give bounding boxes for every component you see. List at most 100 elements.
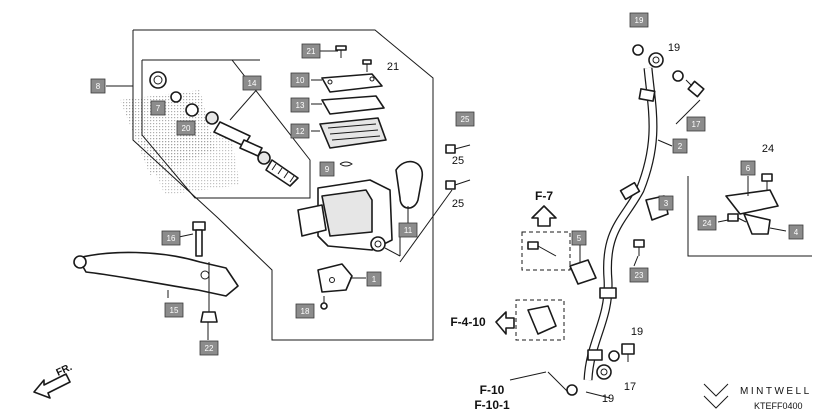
joint-bolt — [727, 213, 747, 223]
brand-name: MINTWELL — [740, 386, 812, 397]
clamp-bolt — [633, 239, 645, 256]
callout-label: 5 — [577, 234, 582, 243]
reference-box-f7 — [521, 231, 571, 271]
detail-box-outline — [687, 176, 812, 257]
arrow-f7 — [531, 205, 557, 227]
callout-23: 23 — [629, 267, 649, 283]
callout-19: 19 — [629, 12, 649, 28]
callout-4: 4 — [788, 224, 804, 240]
callout-label: 24 — [703, 219, 712, 228]
brake-lever — [73, 251, 239, 297]
cap-screw — [362, 59, 372, 72]
diagram-code: KTEFF0400 — [754, 401, 803, 411]
callout-14: 14 — [242, 75, 262, 91]
plain-label-25: 25 — [452, 198, 464, 210]
callout-11: 11 — [398, 222, 418, 238]
plain-label-19: 19 — [631, 326, 643, 338]
callout-label: 13 — [296, 101, 305, 110]
callout-9: 9 — [319, 161, 335, 177]
cap-plate — [321, 95, 385, 115]
reference-f4-10: F-4-10 — [450, 315, 486, 329]
callout-13: 13 — [290, 97, 310, 113]
callout-3: 3 — [658, 195, 674, 211]
callout-label: 10 — [296, 76, 305, 85]
callout-label: 1 — [372, 275, 377, 284]
plain-label-24: 24 — [762, 143, 774, 155]
oil-bolt — [685, 79, 705, 98]
lower-banjo-fitting — [596, 364, 612, 380]
hose-joint — [725, 189, 779, 235]
sealing-washer — [566, 384, 578, 396]
callout-label: 17 — [692, 120, 701, 129]
f4-10-bracket — [527, 305, 557, 335]
reference-box-f4-10 — [515, 299, 565, 341]
callout-label: 8 — [96, 82, 101, 91]
master-cylinder-holder — [395, 160, 423, 209]
holder-bolt — [445, 179, 471, 190]
reference-f7: F-7 — [535, 189, 553, 203]
callout-8: 8 — [90, 78, 106, 94]
callout-label: 2 — [678, 142, 683, 151]
callout-21: 21 — [301, 43, 321, 59]
callout-label: 20 — [182, 124, 191, 133]
pivot-nut — [200, 311, 218, 323]
callout-label: 14 — [248, 79, 257, 88]
callout-label: 22 — [205, 344, 214, 353]
brake-light-switch — [317, 263, 353, 293]
callout-25: 25 — [455, 111, 475, 127]
callout-label: 3 — [664, 199, 669, 208]
callout-2: 2 — [672, 138, 688, 154]
cap-screw — [335, 45, 347, 58]
callout-label: 4 — [794, 228, 799, 237]
callout-6: 6 — [740, 160, 756, 176]
callout-22: 22 — [199, 340, 219, 356]
sealing-washer — [608, 350, 620, 362]
pivot-bolt — [192, 221, 206, 257]
callout-label: 23 — [635, 271, 644, 280]
holder-bolt — [445, 144, 471, 154]
callout-1: 1 — [366, 271, 382, 287]
direction-label: FR. — [55, 362, 74, 379]
callout-18: 18 — [295, 303, 315, 319]
f7-bolt — [527, 241, 557, 257]
upper-banjo-fitting — [648, 52, 664, 68]
callout-label: 12 — [296, 127, 305, 136]
callout-label: 19 — [635, 16, 644, 25]
callout-16: 16 — [161, 230, 181, 246]
plain-label-19: 19 — [602, 393, 614, 405]
sealing-washer — [632, 44, 644, 56]
reference-f10: F-10 — [480, 383, 505, 397]
hose-clamp — [569, 259, 597, 285]
plain-label-21: 21 — [387, 61, 399, 73]
brand-logo: MINTWELL KTEFF0400 — [703, 383, 812, 411]
oil-bolt — [621, 343, 635, 362]
arrow-f4-10 — [495, 311, 515, 335]
master-cylinder-body — [297, 179, 401, 257]
shading-area — [140, 130, 240, 195]
plain-label-19: 19 — [668, 42, 680, 54]
callout-10: 10 — [290, 72, 310, 88]
callout-label: 9 — [325, 165, 330, 174]
reference-f10-1: F-10-1 — [474, 398, 510, 412]
front-direction-arrow: FR. — [33, 362, 74, 399]
callout-15: 15 — [164, 302, 184, 318]
callout-17: 17 — [686, 116, 706, 132]
callout-label: 15 — [170, 306, 179, 315]
callout-label: 11 — [404, 226, 413, 235]
callout-label: 18 — [301, 307, 310, 316]
callout-24: 24 — [697, 215, 717, 231]
callout-7: 7 — [150, 100, 166, 116]
switch-screw — [320, 296, 328, 310]
callout-label: 16 — [167, 234, 176, 243]
brake-hose — [583, 67, 658, 381]
reservoir-cap — [321, 73, 383, 93]
callout-5: 5 — [571, 230, 587, 246]
callout-label: 7 — [156, 104, 161, 113]
callout-label: 6 — [746, 164, 751, 173]
piston-kit — [149, 71, 299, 187]
callout-20: 20 — [176, 120, 196, 136]
sealing-washer — [672, 70, 684, 82]
joint-bolt — [761, 173, 773, 190]
